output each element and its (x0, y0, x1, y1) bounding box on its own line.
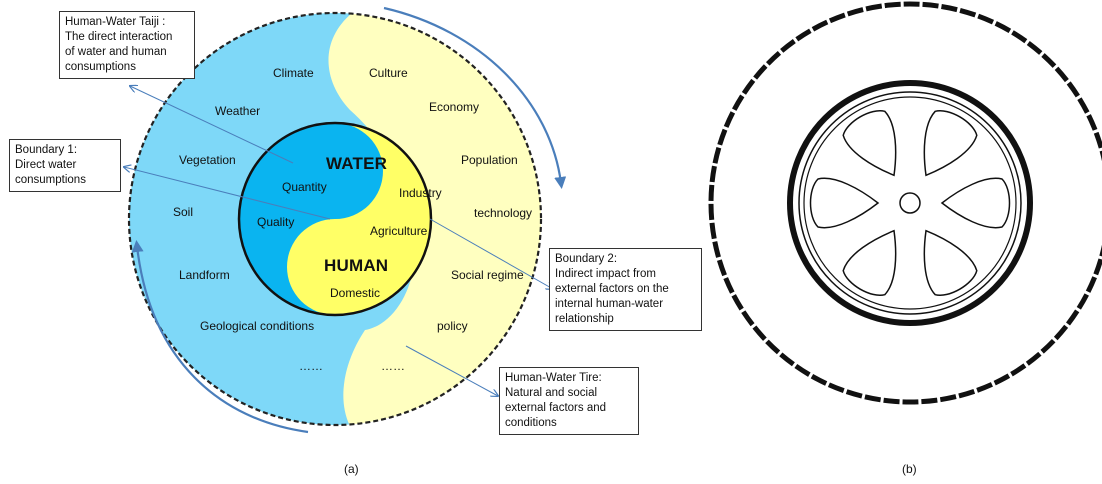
callout-tire-line-2: Natural and social (505, 387, 598, 399)
callout-taiji-line-3: of water and human (65, 46, 167, 58)
factor-vegetation: Vegetation (179, 153, 236, 167)
factor-weather: Weather (215, 104, 261, 118)
wheel-spokes (809, 109, 1011, 297)
callout-boundary1-line-3: consumptions (15, 174, 86, 186)
callout-boundary2: Boundary 2: Indirect impact from externa… (549, 248, 702, 331)
factor-technology: technology (474, 206, 533, 220)
wheel-spoke-opening (809, 177, 880, 229)
human-item-industry: Industry (399, 186, 442, 200)
callout-tire: Human-Water Tire: Natural and social ext… (499, 367, 639, 435)
factor-climate: Climate (273, 66, 314, 80)
human-item-domestic: Domestic (330, 286, 381, 300)
callout-tire-line-4: conditions (505, 417, 557, 429)
callout-tire-line-1: Human-Water Tire: (505, 372, 602, 384)
rotation-arrow-bottom-icon (131, 240, 309, 434)
factor-ellipsis-left: …… (299, 359, 323, 373)
callout-boundary2-line-4: internal human-water (555, 298, 664, 310)
rim-outer (787, 80, 1033, 326)
callout-taiji-line-2: The direct interaction (65, 31, 173, 43)
callout-boundary1: Boundary 1: Direct water consumptions (9, 139, 121, 192)
water-item-quantity: Quantity (282, 180, 327, 194)
tire-leader-arrow (405, 345, 498, 396)
tire-diagram (100, 6, 567, 434)
callout-boundary2-line-5: relationship (555, 313, 614, 325)
callout-taiji-line-1: Human-Water Taiji : (65, 16, 166, 28)
factor-culture: Culture (369, 66, 408, 80)
wheel-hub (899, 192, 921, 214)
callout-taiji-line-4: consumptions (65, 61, 136, 73)
wheel-spoke-opening (842, 229, 897, 297)
factor-economy: Economy (429, 100, 480, 114)
callout-tire-line-3: external factors and (505, 402, 607, 414)
factor-geological-conditions: Geological conditions (200, 319, 315, 333)
boundary1-leader-arrow (124, 167, 331, 220)
outer-ring-border (127, 11, 543, 427)
wheel-spoke-opening (940, 177, 1011, 229)
boundary2-leader-arrow (429, 218, 553, 289)
callout-boundary2-line-3: external factors on the (555, 283, 669, 295)
water-title: WATER (326, 154, 388, 173)
factor-policy: policy (437, 319, 468, 333)
wheel-spoke-opening (842, 109, 897, 177)
human-title: HUMAN (324, 256, 389, 275)
taiji-symbol (237, 121, 433, 317)
taiji-leader-arrow (130, 86, 294, 164)
callout-boundary2-line-1: Boundary 2: (555, 253, 618, 265)
caption-b: (b) (902, 462, 917, 476)
wheel-diagram (708, 1, 1102, 405)
rim-inner-2 (803, 96, 1017, 310)
wheel-spoke-opening (923, 109, 978, 177)
factor-soil: Soil (173, 205, 194, 219)
caption-a: (a) (344, 462, 359, 476)
factor-population: Population (461, 153, 518, 167)
callout-boundary2-line-2: Indirect impact from (555, 268, 656, 280)
human-item-agriculture: Agriculture (370, 224, 428, 238)
rotation-arrow-top-icon (383, 6, 567, 189)
water-item-quality: Quality (257, 215, 295, 229)
factor-landform: Landform (179, 268, 230, 282)
factor-ellipsis-right: …… (381, 359, 405, 373)
rim-inner (798, 91, 1022, 315)
tyre-outer-tread (708, 1, 1102, 405)
wheel-spoke-opening (923, 229, 978, 297)
taiji-water-half (239, 123, 383, 315)
callout-taiji: Human-Water Taiji : The direct interacti… (59, 11, 195, 79)
callout-boundary1-line-1: Boundary 1: (15, 144, 78, 156)
callout-boundary1-line-2: Direct water (15, 159, 77, 171)
factor-social-regime: Social regime (451, 268, 524, 282)
